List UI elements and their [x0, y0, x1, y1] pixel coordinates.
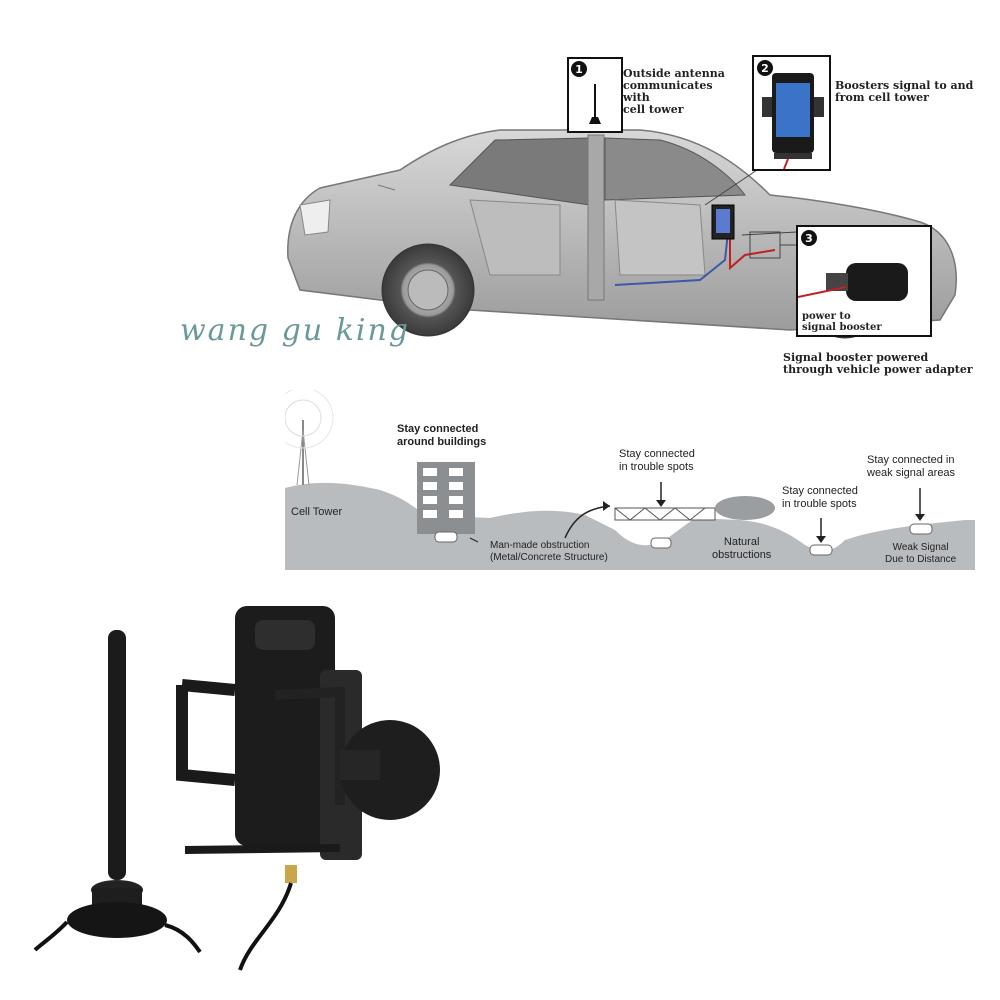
terrain-illustration: [285, 390, 975, 570]
phone-cradle-booster-icon: [176, 606, 440, 971]
bridge-icon: [614, 507, 716, 521]
cell-tower-label: Cell Tower: [291, 506, 343, 518]
phone-cradle-icon: [762, 73, 824, 169]
power-callout-box: 3 power to signal booster: [796, 225, 932, 337]
booster-callout-box: 2: [752, 55, 831, 171]
antenna-callout-box: 1: [567, 57, 623, 133]
antenna-callout-text: Outside antenna communicates with cell t…: [623, 67, 725, 116]
power-callout-text: power to signal booster: [802, 311, 882, 333]
step-1-badge: 1: [571, 61, 587, 77]
antenna-icon: [589, 84, 601, 124]
trouble-spots-label-2: Stay connected in trouble spots: [782, 485, 858, 510]
product-photo: [0, 590, 520, 1000]
trouble-spots-label-1: Stay connected in trouble spots: [619, 448, 695, 473]
coverage-map: Cell Tower Stay connected around buildin…: [285, 390, 975, 575]
adapter-caption: Signal booster powered through vehicle p…: [783, 351, 973, 376]
natural-obstructions-label: Natural obstructions: [712, 536, 772, 561]
cell-tower-icon: [285, 390, 334, 486]
magnetic-antenna-icon: [33, 630, 202, 954]
buildings-label: Stay connected around buildings: [397, 423, 487, 448]
car-adapter-icon: [798, 263, 908, 301]
car-diagram: 1 Outside antenna communicates with cell…: [0, 0, 1000, 390]
man-made-label: Man-made obstruction (Metal/Concrete Str…: [490, 540, 608, 563]
weak-areas-label: Stay connected in weak signal areas: [867, 454, 956, 479]
watermark: wang gu king: [180, 313, 410, 348]
product-illustration: [33, 606, 440, 971]
building-icon: [417, 462, 475, 534]
booster-callout-text: Boosters signal to and from cell tower: [835, 79, 974, 104]
weak-signal-label: Weak Signal Due to Distance: [885, 542, 957, 565]
step-2-badge: 2: [757, 60, 773, 76]
step-3-badge: 3: [801, 230, 817, 246]
